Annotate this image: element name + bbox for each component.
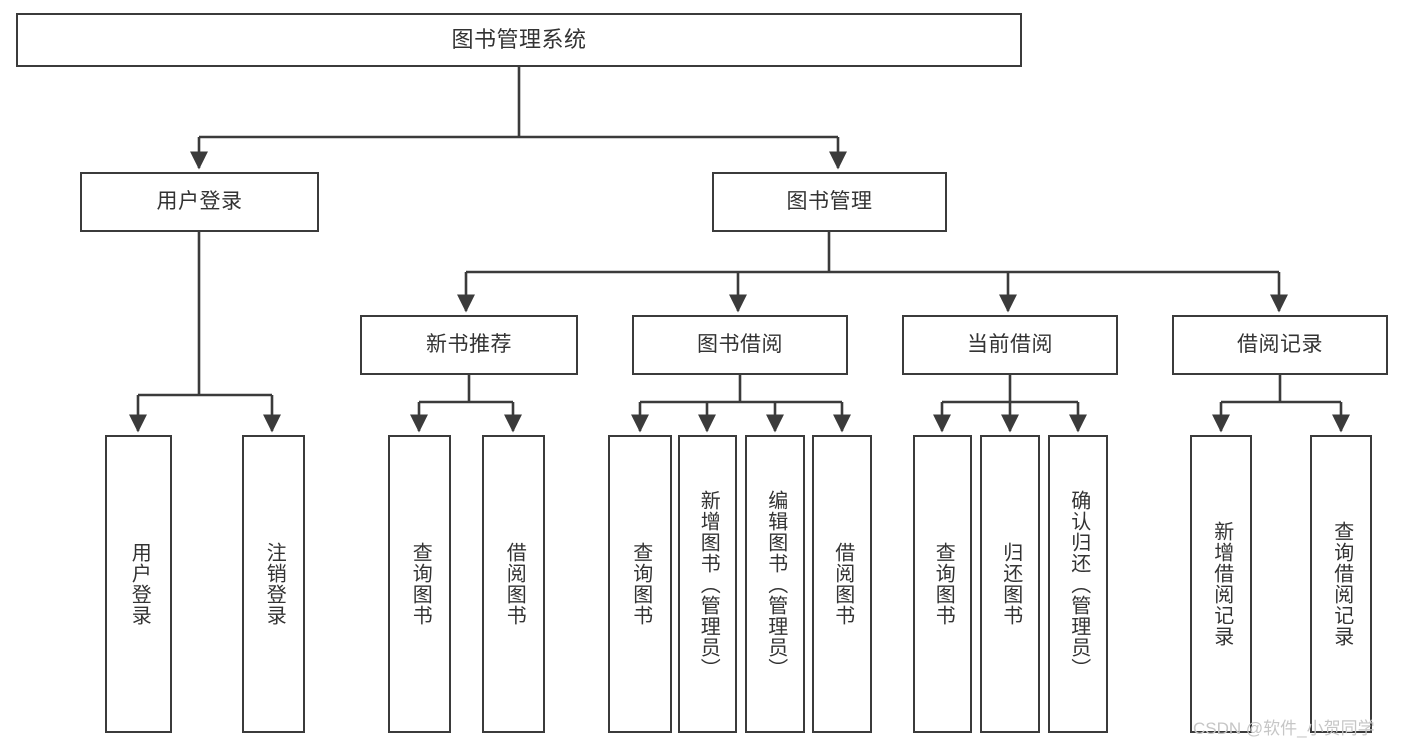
node-book-manage[interactable]: 图书管理 — [712, 172, 947, 232]
leaf-query-book-1-label: 查询图书 — [409, 542, 432, 626]
leaf-logout[interactable]: 注销登录 — [242, 435, 305, 733]
node-book-borrow[interactable]: 图书借阅 — [632, 315, 848, 375]
leaf-return-book-label: 归还图书 — [999, 542, 1022, 626]
leaf-add-book-label: 新增图书（管理员） — [697, 489, 720, 679]
leaf-user-login-label: 用户登录 — [128, 542, 151, 626]
leaf-edit-book[interactable]: 编辑图书（管理员） — [745, 435, 805, 733]
leaf-query-book-2-label: 查询图书 — [629, 542, 652, 626]
leaf-edit-book-label: 编辑图书（管理员） — [764, 489, 787, 679]
node-current-borrow-label: 当前借阅 — [967, 333, 1053, 357]
leaf-borrow-book-2[interactable]: 借阅图书 — [812, 435, 872, 733]
node-borrow-record-label: 借阅记录 — [1237, 333, 1323, 357]
node-user-login-label: 用户登录 — [156, 190, 243, 214]
leaf-query-book-3[interactable]: 查询图书 — [913, 435, 972, 733]
leaf-confirm-return[interactable]: 确认归还（管理员） — [1048, 435, 1108, 733]
node-root[interactable]: 图书管理系统 — [16, 13, 1022, 67]
leaf-logout-label: 注销登录 — [263, 542, 286, 626]
leaf-add-record-label: 新增借阅记录 — [1210, 521, 1233, 647]
node-new-book-rec[interactable]: 新书推荐 — [360, 315, 578, 375]
leaf-query-book-1[interactable]: 查询图书 — [388, 435, 451, 733]
node-user-login[interactable]: 用户登录 — [80, 172, 319, 232]
csdn-watermark: CSDN @软件_小贺同学 — [1193, 719, 1375, 738]
leaf-borrow-book-1-label: 借阅图书 — [503, 542, 526, 626]
node-current-borrow[interactable]: 当前借阅 — [902, 315, 1118, 375]
leaf-query-book-2[interactable]: 查询图书 — [608, 435, 672, 733]
node-new-book-rec-label: 新书推荐 — [426, 333, 512, 357]
leaf-query-record-label: 查询借阅记录 — [1330, 521, 1353, 647]
leaf-return-book[interactable]: 归还图书 — [980, 435, 1040, 733]
leaf-add-record[interactable]: 新增借阅记录 — [1190, 435, 1252, 733]
leaf-user-login[interactable]: 用户登录 — [105, 435, 172, 733]
leaf-query-record[interactable]: 查询借阅记录 — [1310, 435, 1372, 733]
node-root-label: 图书管理系统 — [451, 26, 587, 52]
leaf-borrow-book-2-label: 借阅图书 — [831, 542, 854, 626]
node-book-borrow-label: 图书借阅 — [697, 333, 783, 357]
leaf-query-book-3-label: 查询图书 — [932, 542, 955, 626]
leaf-borrow-book-1[interactable]: 借阅图书 — [482, 435, 545, 733]
leaf-confirm-return-label: 确认归还（管理员） — [1067, 489, 1090, 679]
node-borrow-record[interactable]: 借阅记录 — [1172, 315, 1388, 375]
leaf-add-book[interactable]: 新增图书（管理员） — [678, 435, 737, 733]
node-book-manage-label: 图书管理 — [786, 190, 873, 214]
